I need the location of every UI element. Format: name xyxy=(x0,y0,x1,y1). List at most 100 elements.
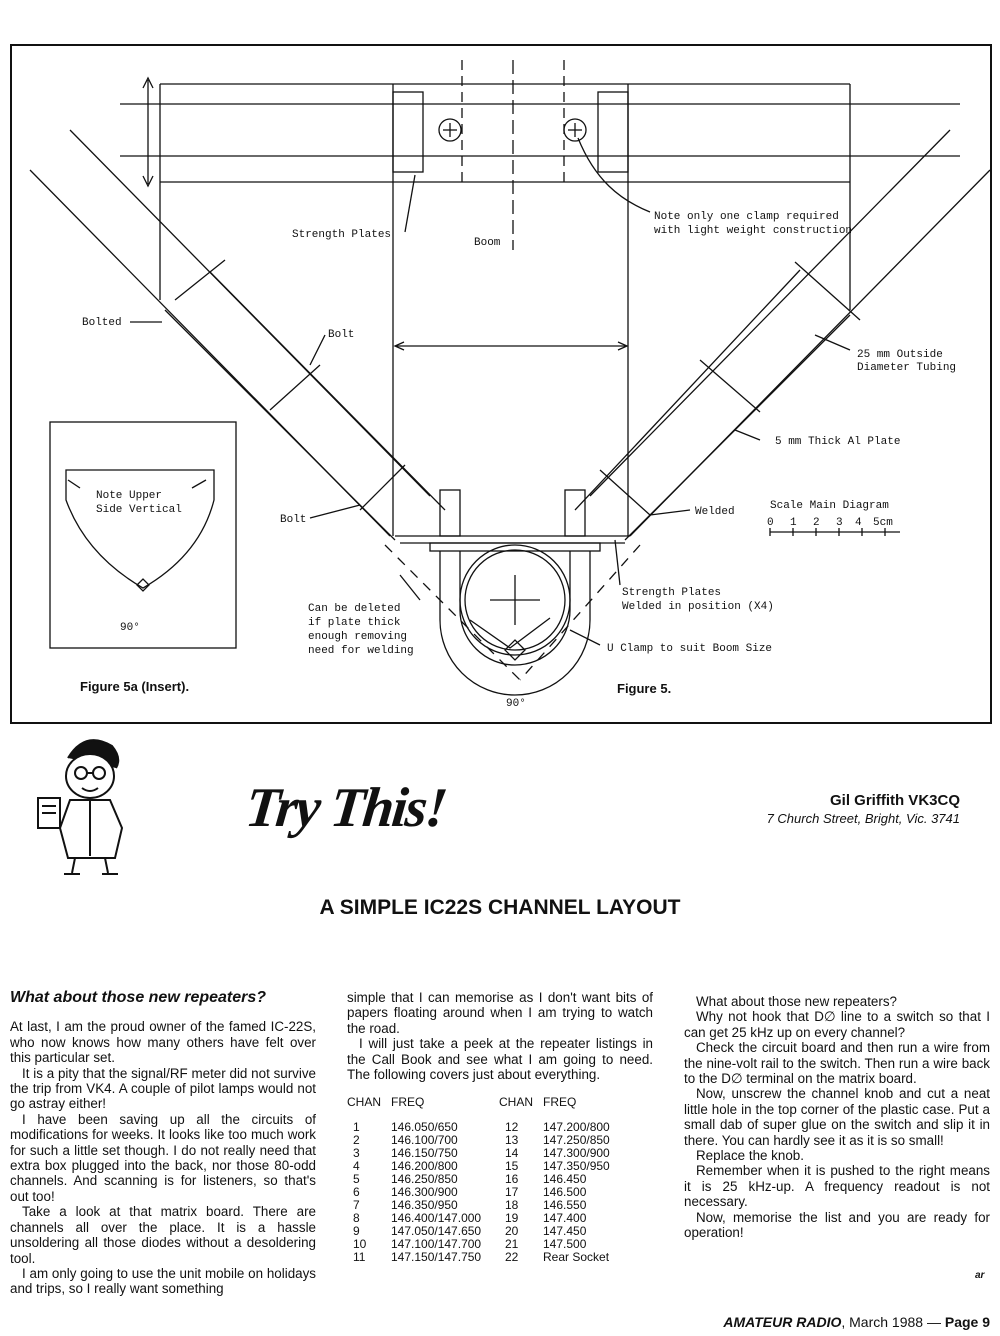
column-1: What about those new repeaters? At last,… xyxy=(10,989,316,1297)
table-cell: 147.500 xyxy=(543,1237,587,1252)
label-clamp-note-2: with light weight construction xyxy=(654,225,852,237)
table-cell: 9 xyxy=(353,1224,360,1239)
table-row: 7 146.350/950 18 146.550 xyxy=(347,1199,643,1212)
label-plate: 5 mm Thick Al Plate xyxy=(775,436,900,448)
table-cell: 146.450 xyxy=(543,1172,587,1187)
column-header: FREQ xyxy=(391,1095,425,1110)
paragraph: Why not hook that D∅ line to a switch so… xyxy=(684,1009,990,1040)
antenna-mount-diagram: Strength Plates Boom Note only one clamp… xyxy=(29,60,991,710)
paragraph: Check the circuit board and then run a w… xyxy=(684,1040,990,1087)
table-cell: 146.300/900 xyxy=(391,1185,458,1200)
table-cell: 6 xyxy=(353,1185,360,1200)
issue-date: , March 1988 — xyxy=(841,1314,941,1330)
table-cell: 146.250/850 xyxy=(391,1172,458,1187)
label-bolt-lower: Bolt xyxy=(280,514,306,526)
table-cell: 146.550 xyxy=(543,1198,587,1213)
label-deleted-1: Can be deleted xyxy=(308,603,400,615)
table-cell: 147.150/147.750 xyxy=(391,1250,482,1265)
label-scale-title: Scale Main Diagram xyxy=(770,500,889,512)
label-angle-main: 90° xyxy=(506,698,526,710)
label-strength-plates-top: Strength Plates xyxy=(292,229,391,241)
article-headline: A SIMPLE IC22S CHANNEL LAYOUT xyxy=(319,896,681,919)
column-1-heading: What about those new repeaters? xyxy=(10,989,267,1006)
table-cell: 5 xyxy=(353,1172,360,1187)
label-strength-plates-bottom-2: Welded in position (X4) xyxy=(622,601,774,613)
column-header: CHAN xyxy=(347,1095,382,1110)
table-row: 5 146.250/850 16 146.450 xyxy=(347,1173,643,1186)
table-cell: 147.450 xyxy=(543,1224,587,1239)
label-u-clamp: U Clamp to suit Boom Size xyxy=(607,643,772,655)
table-cell: Rear Socket xyxy=(543,1250,610,1265)
label-strength-plates-bottom-1: Strength Plates xyxy=(622,587,721,599)
paragraph: Now, unscrew the channel knob and cut a … xyxy=(684,1086,990,1148)
paragraph: Remember when it is pushed to the right … xyxy=(684,1163,990,1210)
column-header: FREQ xyxy=(543,1095,577,1110)
label-boom: Boom xyxy=(474,237,501,249)
table-cell: 147.100/147.700 xyxy=(391,1237,482,1252)
paragraph: I am only going to use the unit mobile o… xyxy=(10,1265,316,1297)
paragraph: It is a pity that the signal/RF meter di… xyxy=(10,1065,316,1112)
table-cell: 146.350/950 xyxy=(391,1198,458,1213)
page-number: Page 9 xyxy=(944,1314,990,1330)
label-deleted-4: need for welding xyxy=(308,645,414,657)
label-insert-angle: 90° xyxy=(120,622,140,634)
article-title: Try This! xyxy=(242,777,449,839)
scale-tick-5: 5cm xyxy=(873,517,893,529)
author-address: 7 Church Street, Bright, Vic. 3741 xyxy=(766,811,960,826)
table-cell: 146.050/650 xyxy=(391,1120,458,1135)
end-mark: ar xyxy=(975,1270,985,1281)
mascot-illustration xyxy=(37,739,124,875)
table-cell: 19 xyxy=(505,1211,519,1226)
caption-figure-5: Figure 5. xyxy=(617,681,671,696)
paragraph: Take a look at that matrix board. There … xyxy=(10,1204,316,1266)
table-cell: 8 xyxy=(353,1211,360,1226)
table-cell: 18 xyxy=(505,1198,519,1213)
paragraph: Now, memorise the list and you are ready… xyxy=(684,1209,990,1241)
table-cell: 4 xyxy=(353,1159,360,1174)
table-cell: 146.400/147.000 xyxy=(391,1211,482,1226)
label-insert-note-1: Note Upper xyxy=(96,490,162,502)
table-cell: 21 xyxy=(505,1237,519,1252)
table-cell: 16 xyxy=(505,1172,519,1187)
label-welded: Welded xyxy=(695,506,735,518)
column-3: What about those new repeaters? Why not … xyxy=(684,994,990,1241)
label-deleted-2: if plate thick xyxy=(308,617,401,629)
label-deleted-3: enough removing xyxy=(308,631,407,643)
paragraph: Replace the knob. xyxy=(696,1148,804,1164)
table-cell: 146.100/700 xyxy=(391,1133,458,1148)
table-cell: 7 xyxy=(353,1198,360,1213)
paragraph: At last, I am the proud owner of the fam… xyxy=(10,1019,316,1066)
scale-tick-1: 1 xyxy=(790,517,797,529)
table-cell: 17 xyxy=(505,1185,519,1200)
page-footer: AMATEUR RADIO, March 1988 — Page 9 xyxy=(723,1314,990,1330)
paragraph: simple that I can memorise as I don't wa… xyxy=(347,990,653,1036)
paragraph: What about those new repeaters? xyxy=(696,994,897,1009)
column-2: simple that I can memorise as I don't wa… xyxy=(347,990,653,1264)
table-cell: 146.150/750 xyxy=(391,1146,458,1161)
figure-frame xyxy=(10,44,992,724)
scale-tick-2: 2 xyxy=(813,517,820,529)
table-cell: 11 xyxy=(353,1250,366,1265)
table-cell: 20 xyxy=(505,1224,519,1239)
table-cell: 1 xyxy=(353,1120,360,1135)
table-cell: 2 xyxy=(353,1133,360,1148)
scale-tick-3: 3 xyxy=(836,517,843,529)
author-name: Gil Griffith VK3CQ xyxy=(829,792,960,809)
table-cell: 147.300/900 xyxy=(543,1146,610,1161)
label-clamp-note-1: Note only one clamp required xyxy=(654,211,839,223)
table-cell: 13 xyxy=(505,1133,519,1148)
paragraph: I have been saving up all the circuits o… xyxy=(10,1111,316,1204)
table-cell: 10 xyxy=(353,1237,367,1252)
table-cell: 147.200/800 xyxy=(543,1120,610,1135)
scale-tick-0: 0 xyxy=(767,517,774,529)
